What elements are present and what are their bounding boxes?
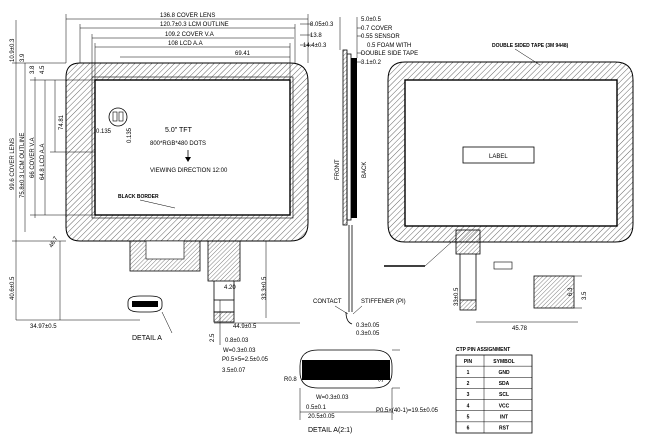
detail-title: DETAIL A(2:1) [308, 427, 352, 434]
dim-cover-va-w: 109.2 COVER V.A [165, 32, 214, 38]
ctp-pin-symbol: GND [498, 370, 510, 376]
black-border: BLACK BORDER [118, 194, 159, 200]
dim-33: 33±0.5 [454, 287, 460, 306]
first-pixel-marker: 0.135 0.135 [96, 107, 133, 143]
dim-45-78: 45.78 [512, 326, 528, 332]
dim-44-9: 44.9±0.5 [233, 324, 257, 330]
ctp-pin-symbol: RST [499, 426, 509, 432]
dim-lcd-aa-w: 108 LCD A.A [168, 41, 203, 47]
detail-dim-p0-5: P0.5×(40-1)=19.5±0.05 [376, 408, 439, 414]
dim-lcm-outline-w: 120.7±0.3 LCM OUTLINE [160, 22, 229, 28]
dim-0-7: 0.7 COVER [361, 26, 393, 32]
dim-40-6: 40.6±0.5 [10, 276, 16, 300]
dim-6-3: 6.3 [568, 287, 574, 296]
ctp-pin-number: 4 [467, 403, 470, 409]
dim-cover-va-h: 66 COVER V.A [30, 138, 36, 178]
ctp-header-cell: SYMBOL [493, 359, 514, 365]
ctp-pin-number: 2 [467, 381, 470, 387]
dim-0-8: 0.8±0.03 [225, 338, 249, 344]
dim-cover-lens-w: 136.8 COVER LENS [160, 13, 215, 19]
dim-14-4: 14.4±0.3 [303, 43, 327, 49]
ctp-pin-symbol: INT [500, 415, 508, 421]
dim-0-135: 0.135 [96, 129, 112, 135]
dim-5-0: 5.0±0.5 [361, 17, 382, 23]
foam-line1: 0.5 FOAM WITH [367, 43, 411, 49]
dim-3-1: 3.1±0.2 [361, 60, 382, 66]
detail-dim-3: 3.3 [379, 373, 385, 382]
black-inner-line [91, 76, 294, 219]
dim-cover-lens-h: 99.6 COVER LENS [10, 138, 16, 190]
dim-3-5-back: 3.5 [582, 291, 588, 300]
side-view: 5.0±0.5 0.7 COVER 0.55 SENSOR 0.5 FOAM W… [313, 17, 418, 337]
back-label: BACK [362, 162, 368, 178]
dim-3-8: 3.8 [30, 65, 36, 74]
dim-4-5: 4.5 [40, 65, 46, 74]
ctp-pin-number: 5 [467, 415, 470, 421]
contact: CONTACT [313, 299, 342, 305]
detail-dim-r0-8: R0.8 [284, 377, 297, 383]
lcd-active-area [94, 79, 291, 216]
front-label: FRONT [335, 159, 341, 180]
dim-p0-5-front: P0.5×5=2.5±0.05 [222, 357, 269, 363]
detail-a: DETAIL A [132, 335, 162, 342]
dim-w-front: W=0.3±0.03 [223, 348, 256, 354]
ctp-pin-table: CTP PIN ASSIGNMENT PIN SYMBOL 1 GND 2 SDA 3 SCL… [455, 347, 533, 434]
stiffener: STIFFENER (PI) [361, 299, 406, 305]
foam-line2: DOUBLE SIDE TAPE [361, 51, 418, 57]
dim-0-55: 0.55 SENSOR [361, 34, 400, 40]
top-dimensions: 136.8 COVER LENS 120.7±0.3 LCM OUTLINE 1… [65, 13, 334, 80]
dim-0-3b: 0.3±0.05 [356, 331, 380, 337]
detail-dim-0-5: 0.5±0.1 [306, 405, 327, 411]
dim-3-9: 3.9 [20, 53, 26, 62]
ctp-pin-symbol: SDA [499, 381, 510, 387]
dim-10-9: 10.9±0.3 [10, 38, 16, 62]
dim-8-05: 8.05±0.3 [310, 22, 334, 28]
ctp-table-rows: PIN SYMBOL 1 GND 2 SDA 3 SCL 4 VCC 5 INT 6 RST [456, 359, 532, 432]
left-dimensions: 10.9±0.3 3.9 3.8 4.5 99.6 COVER LENS 75.… [10, 20, 95, 242]
double-sided-tape: DOUBLE SIDED TAPE (3M 9448) [492, 43, 569, 49]
dim-3-5-front: 3.5±0.07 [222, 368, 246, 374]
dim-34-97: 34.97±0.5 [30, 324, 57, 330]
dim-0-135b: 0.135 [127, 127, 133, 143]
ctp-table-title: CTP PIN ASSIGNMENT [456, 347, 510, 353]
label-text: LABEL [489, 154, 508, 160]
dim-lcm-outline-h: 75.8±0.3 LCM OUTLINE [20, 133, 26, 198]
ctp-pin-number: 1 [467, 370, 470, 376]
front-view: 136.8 COVER LENS 120.7±0.3 LCM OUTLINE 1… [10, 13, 334, 374]
detail-a-view: 3.3 R0.8 W=0.3±0.03 0.5±0.1 20.5±0.05 P0… [284, 349, 439, 434]
panel-size: 5.0" TFT [165, 127, 193, 134]
dim-13-8: 13.8 [310, 33, 322, 39]
ctp-pin-number: 6 [467, 426, 470, 432]
dim-0-3a: 0.3±0.05 [356, 323, 380, 329]
detail-dim-20-5: 20.5±0.05 [308, 414, 335, 420]
dim-46-7: 46.7 [49, 235, 60, 249]
dim-2-5: 2.5 [210, 333, 216, 342]
viewing-direction: VIEWING DIRECTION 12:00 [150, 168, 228, 174]
ctp-pin-symbol: SCL [499, 392, 509, 398]
detail-dim-w: W=0.3±0.03 [316, 395, 349, 401]
ctp-pin-number: 3 [467, 392, 470, 398]
dim-74-81: 74.81 [59, 114, 65, 130]
dim-lcd-aa-h: 64.8 LCD A.A [40, 144, 46, 180]
resolution: 800*RGB*480 DOTS [150, 141, 206, 147]
back-view: DOUBLE SIDED TAPE (3M 9448) LABEL 6.3 3.… [384, 43, 634, 332]
ctp-pin-symbol: VCC [499, 403, 510, 409]
fpc-tail [127, 240, 241, 323]
dim-69-41: 69.41 [235, 51, 251, 57]
dim-4-2: 4.20 [224, 285, 236, 291]
dim-33-3: 33.3±0.5 [262, 276, 268, 300]
ctp-header-cell: PIN [464, 359, 473, 365]
label-box [462, 146, 535, 164]
